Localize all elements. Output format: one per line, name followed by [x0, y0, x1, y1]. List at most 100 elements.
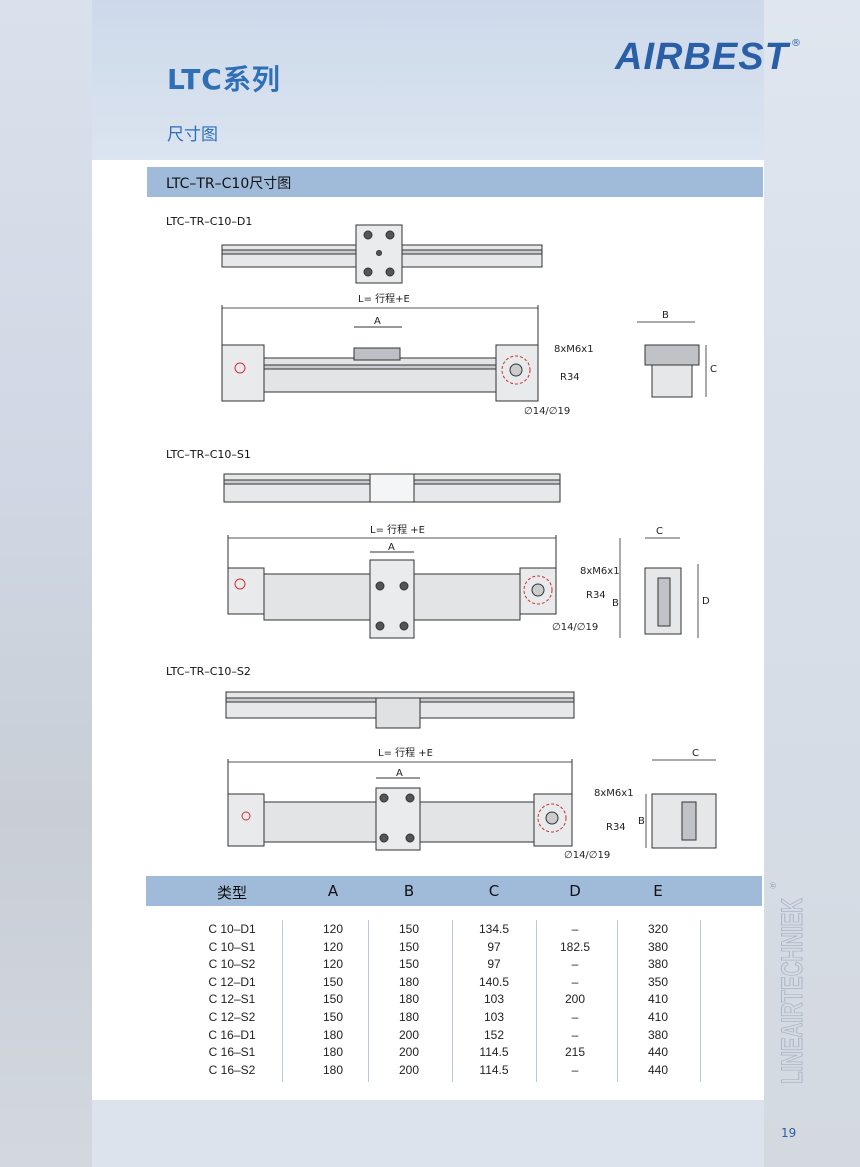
- dim-c-label: C: [710, 364, 717, 375]
- drawing-model-label: LTC–TR–C10–S1: [166, 448, 251, 461]
- length-label: L= 行程 +E: [370, 523, 425, 536]
- table-cell: 350: [647, 974, 669, 989]
- table-cell: 97: [487, 939, 501, 954]
- bolt-label: 8xM6x1: [554, 344, 594, 355]
- table-cell: 410: [647, 1010, 669, 1024]
- table-cell: 114.5: [479, 1062, 509, 1077]
- dim-d-label: D: [702, 596, 710, 607]
- table-cell: 140.5: [478, 974, 510, 989]
- table-cell: –: [571, 1062, 579, 1077]
- background-right: [764, 0, 860, 1167]
- table-cell: 180: [322, 1027, 344, 1042]
- bolt-label: 8xM6x1: [580, 566, 620, 577]
- table-cell: –: [571, 957, 579, 972]
- col-header-a: A: [327, 882, 339, 900]
- column-divider: [536, 920, 537, 1082]
- column-divider: [452, 920, 453, 1082]
- table-cell-type: C 12–S1: [208, 992, 256, 1007]
- drawing-s2: L= 行程 +E A 8xM6x1 R34 ∅14/∅19 C B: [225, 691, 717, 861]
- dim-a-label: A: [374, 316, 381, 327]
- vertical-brand-mark: ®: [770, 881, 779, 890]
- table-cell: 410: [647, 992, 669, 1007]
- bore-label: ∅14/∅19: [524, 406, 570, 417]
- vertical-brand-text: LINEAIRTECHNIEK: [776, 898, 809, 1084]
- radius-label: R34: [560, 372, 580, 383]
- col-header-d: D: [569, 882, 581, 900]
- table-cell: 200: [398, 1045, 420, 1060]
- dim-c-label: C: [692, 748, 699, 759]
- col-header-type: 类型: [216, 884, 247, 902]
- table-cell: 200: [398, 1062, 420, 1077]
- page-number: 19: [781, 1126, 797, 1140]
- table-cell-type: C 16–D1: [208, 1027, 256, 1042]
- table-cell: 182.5: [559, 939, 591, 954]
- table-cell: 150: [322, 1010, 344, 1024]
- table-cell: 114.5: [479, 1045, 509, 1060]
- table-cell: 120: [322, 939, 344, 954]
- table-cell: 440: [647, 1045, 669, 1060]
- table-cell: –: [571, 922, 579, 936]
- table-cell: 215: [564, 1045, 586, 1060]
- table-cell: 180: [398, 974, 420, 989]
- radius-label: R34: [586, 590, 606, 601]
- drawing-model-label: LTC–TR–C10–S2: [166, 665, 251, 678]
- airbest-logo: AIRBEST: [615, 36, 789, 78]
- table-cell: 150: [322, 992, 344, 1007]
- dim-c-label: C: [656, 526, 663, 537]
- col-header-e: E: [653, 882, 663, 900]
- bolt-label: 8xM6x1: [594, 788, 634, 799]
- dim-b-label: B: [638, 816, 645, 827]
- drawing-model-label: LTC–TR–C10–D1: [166, 215, 253, 228]
- table-cell: 120: [322, 957, 344, 972]
- table-cell: 97: [487, 957, 501, 972]
- column-divider: [368, 920, 369, 1082]
- table-cell: 440: [647, 1062, 669, 1077]
- column-divider: [700, 920, 701, 1082]
- table-cell: 134.5: [478, 922, 510, 936]
- drawing-s1: L= 行程 +E A 8xM6x1 R34 ∅14/∅19 C B D: [223, 473, 710, 639]
- registered-mark: ®: [791, 38, 801, 49]
- section-title: LTC–TR–C10尺寸图: [166, 176, 292, 192]
- column-divider: [617, 920, 618, 1082]
- table-cell: 152: [483, 1027, 505, 1042]
- header-panel: [92, 0, 764, 160]
- table-cell: 180: [398, 992, 420, 1007]
- table-cell: 150: [398, 922, 420, 936]
- table-cell-type: C 10–S1: [208, 939, 256, 954]
- table-cell: 150: [398, 957, 420, 972]
- bore-label: ∅14/∅19: [564, 850, 610, 861]
- table-cell: –: [571, 1027, 579, 1042]
- table-cell: –: [571, 1010, 579, 1024]
- table-cell: 120: [322, 922, 344, 936]
- dim-b-label: B: [662, 310, 669, 321]
- table-cell: 103: [483, 1010, 505, 1024]
- table-cell: 200: [564, 992, 586, 1007]
- dim-b-label: B: [612, 598, 619, 609]
- col-header-b: B: [403, 882, 415, 900]
- table-cell-type: C 12–D1: [208, 974, 256, 989]
- series-title: LTC系列: [167, 63, 281, 96]
- table-cell: 320: [647, 922, 669, 936]
- table-cell: 180: [398, 1010, 420, 1024]
- section-band: [147, 167, 763, 197]
- table-cell-type: C 16–S2: [208, 1062, 256, 1077]
- dim-a-label: A: [396, 768, 403, 779]
- radius-label: R34: [606, 822, 626, 833]
- table-cell: 180: [322, 1045, 344, 1060]
- table-cell: 180: [322, 1062, 344, 1077]
- table-cell-type: C 16–S1: [208, 1045, 256, 1060]
- vertical-brand: LINEAIRTECHNIEK ®: [770, 881, 810, 1085]
- table-header-band: [146, 876, 762, 906]
- table-cell: –: [571, 974, 579, 989]
- length-label: L= 行程+E: [358, 292, 410, 305]
- table-cell: 380: [647, 939, 669, 954]
- table-cell: 150: [322, 974, 344, 989]
- table-cell: 380: [647, 957, 669, 972]
- table-cell: 200: [398, 1027, 420, 1042]
- table-cell-type: C 10–D1: [208, 922, 256, 936]
- table-cell: 150: [398, 939, 420, 954]
- drawing-d1: L= 行程+E A 8xM6x1 R34 ∅14/∅19 B C: [221, 224, 717, 417]
- background-left: [0, 0, 92, 1167]
- dim-a-label: A: [388, 542, 395, 553]
- table-cell: 103: [483, 992, 505, 1007]
